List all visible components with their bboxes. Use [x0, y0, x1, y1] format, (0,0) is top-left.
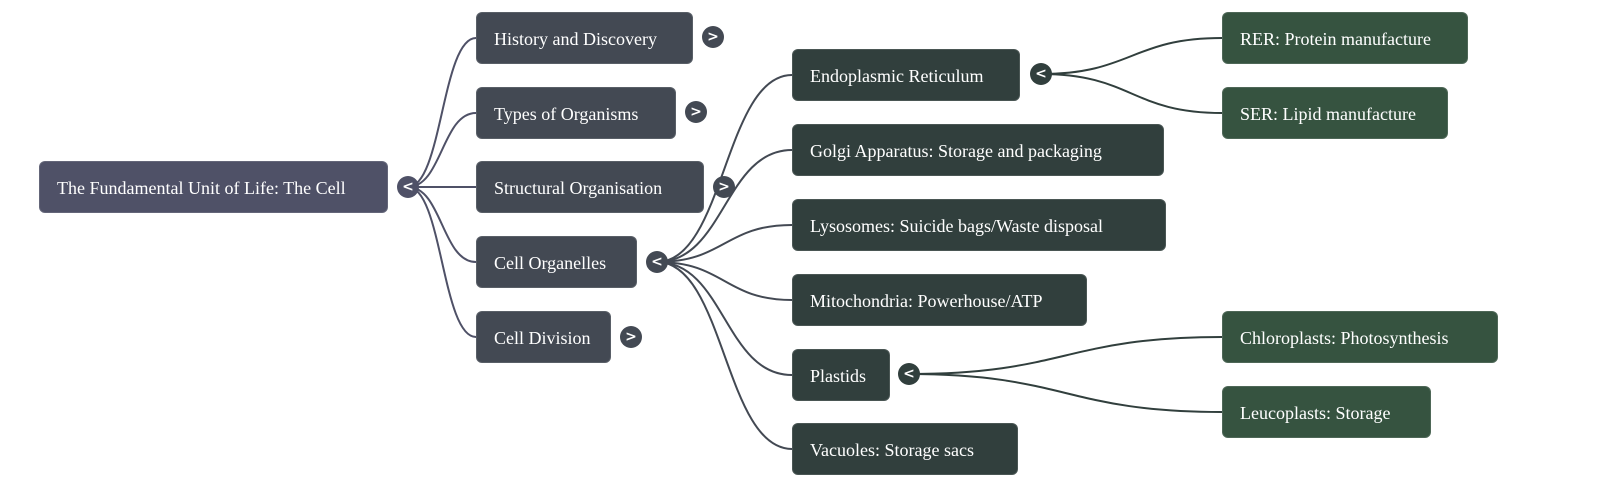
- expand-toggle-history-and-discovery[interactable]: >: [702, 26, 724, 48]
- edge-er-to-child-0: [1040, 37, 1223, 75]
- organelle-node-endoplasmic-reticulum[interactable]: Endoplasmic Reticulum: [792, 49, 1020, 101]
- expand-toggle-cell-division[interactable]: >: [620, 326, 642, 348]
- edge-organelles-to-child-5: [656, 261, 793, 450]
- edge-organelles-to-child-2: [656, 224, 793, 263]
- leaf-node-ser[interactable]: SER: Lipid manufacture: [1222, 87, 1448, 139]
- edge-plastids-to-child-0: [908, 336, 1223, 375]
- organelle-node-vacuoles[interactable]: Vacuoles: Storage sacs: [792, 423, 1018, 475]
- branch-node-cell-division[interactable]: Cell Division: [476, 311, 611, 363]
- branch-node-history-and-discovery[interactable]: History and Discovery: [476, 12, 693, 64]
- leaf-node-rer[interactable]: RER: Protein manufacture: [1222, 12, 1468, 64]
- root-node[interactable]: The Fundamental Unit of Life: The Cell: [39, 161, 388, 213]
- edge-organelles-to-child-4: [656, 261, 793, 376]
- edge-organelles-to-child-0: [656, 74, 793, 263]
- leaf-node-chloroplasts[interactable]: Chloroplasts: Photosynthesis: [1222, 311, 1498, 363]
- collapse-toggle-endoplasmic-reticulum[interactable]: <: [1030, 63, 1052, 85]
- leaf-node-leucoplasts[interactable]: Leucoplasts: Storage: [1222, 386, 1431, 438]
- edge-root-to-branch-0: [407, 37, 477, 188]
- organelle-node-mitochondria[interactable]: Mitochondria: Powerhouse/ATP: [792, 274, 1087, 326]
- branch-node-cell-organelles[interactable]: Cell Organelles: [476, 236, 637, 288]
- collapse-toggle-plastids[interactable]: <: [898, 363, 920, 385]
- edge-organelles-to-child-1: [656, 149, 793, 263]
- edge-plastids-to-child-1: [908, 373, 1223, 413]
- organelle-node-lysosomes[interactable]: Lysosomes: Suicide bags/Waste disposal: [792, 199, 1166, 251]
- edge-root-to-branch-4: [407, 186, 477, 338]
- collapse-toggle-cell-organelles[interactable]: <: [646, 251, 668, 273]
- expand-toggle-structural-organisation[interactable]: >: [713, 176, 735, 198]
- organelle-node-plastids[interactable]: Plastids: [792, 349, 890, 401]
- edge-er-to-child-1: [1040, 73, 1223, 114]
- organelle-node-golgi-apparatus[interactable]: Golgi Apparatus: Storage and packaging: [792, 124, 1164, 176]
- collapse-toggle-root[interactable]: <: [397, 176, 419, 198]
- branch-node-structural-organisation[interactable]: Structural Organisation: [476, 161, 704, 213]
- edge-organelles-to-child-3: [656, 261, 793, 301]
- edge-root-to-branch-1: [407, 112, 477, 188]
- expand-toggle-types-of-organisms[interactable]: >: [685, 101, 707, 123]
- edge-root-to-branch-3: [407, 186, 477, 263]
- branch-node-types-of-organisms[interactable]: Types of Organisms: [476, 87, 676, 139]
